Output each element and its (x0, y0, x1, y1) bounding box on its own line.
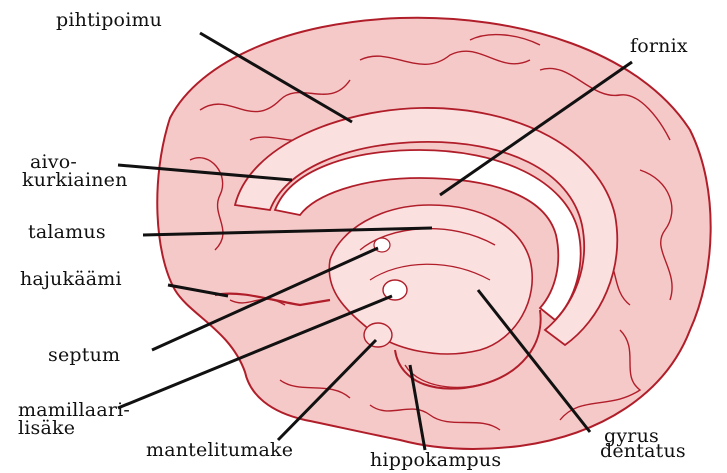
label-hajukaami: hajukäämi (20, 271, 122, 288)
amygdala (364, 323, 392, 347)
label-mamillaari-2: lisäke (18, 420, 75, 437)
label-septum: septum (48, 347, 120, 364)
label-pihtipoimu: pihtipoimu (56, 12, 162, 29)
label-talamus: talamus (28, 224, 106, 241)
label-gyrus-2: dentatus (600, 443, 686, 460)
label-fornix: fornix (630, 38, 688, 55)
label-hippokampus: hippokampus (370, 452, 501, 469)
label-mantelitumake: mantelitumake (146, 442, 293, 459)
label-aivokurkiainen-2: kurkiainen (22, 172, 128, 189)
